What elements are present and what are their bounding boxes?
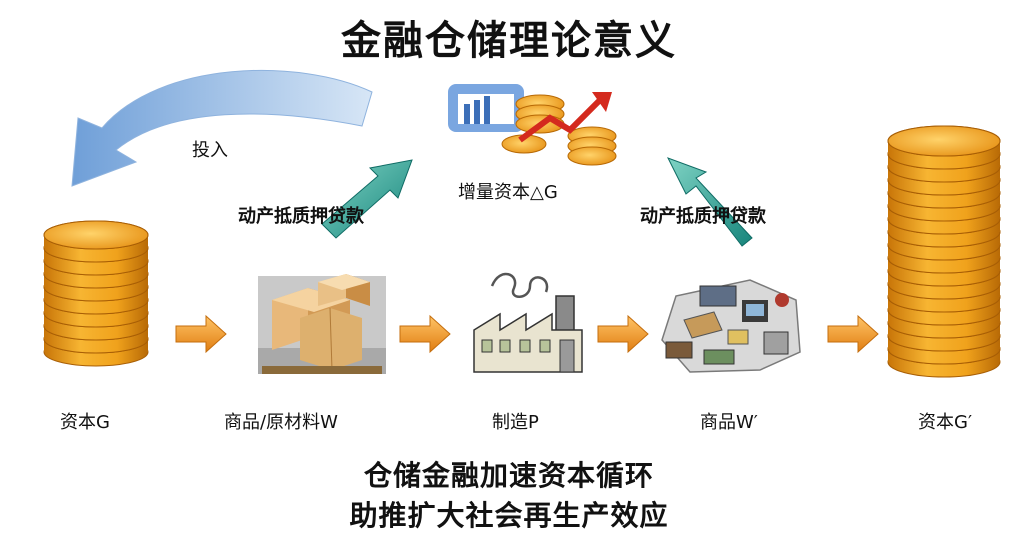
flow-arrow-4 xyxy=(827,314,879,354)
loan-label-left: 动产抵质押贷款 xyxy=(238,206,364,227)
flow-arrow-1 xyxy=(175,314,227,354)
increment-label: 增量资本△G xyxy=(458,182,558,203)
goods-pile-icon xyxy=(661,279,801,373)
factory-icon xyxy=(473,272,583,373)
footer-line-2: 助推扩大社会再生产效应 xyxy=(349,499,669,532)
footer-line-1: 仓储金融加速资本循环 xyxy=(363,459,654,492)
capital-g2-label: 资本G′ xyxy=(918,412,973,433)
loan-label-right: 动产抵质押贷款 xyxy=(640,206,766,227)
page-title: 金融仓储理论意义 xyxy=(341,18,677,64)
goods-raw-label: 商品/原材料W xyxy=(224,412,338,433)
invest-arc-arrow xyxy=(71,69,373,187)
invest-label: 投入 xyxy=(192,140,228,161)
loan-arrow-right xyxy=(666,157,753,247)
flow-arrow-3 xyxy=(597,314,649,354)
growth-chart-icon xyxy=(448,84,617,166)
goods-w-label: 商品W′ xyxy=(700,412,758,433)
coin-stack-icon xyxy=(887,125,1001,378)
coin-stack-icon xyxy=(43,220,149,367)
loan-arrow-left xyxy=(321,159,413,239)
manufacture-label: 制造P xyxy=(492,412,539,433)
flow-arrow-2 xyxy=(399,314,451,354)
capital-g-label: 资本G xyxy=(60,412,110,433)
cargo-boxes-icon xyxy=(258,274,386,374)
